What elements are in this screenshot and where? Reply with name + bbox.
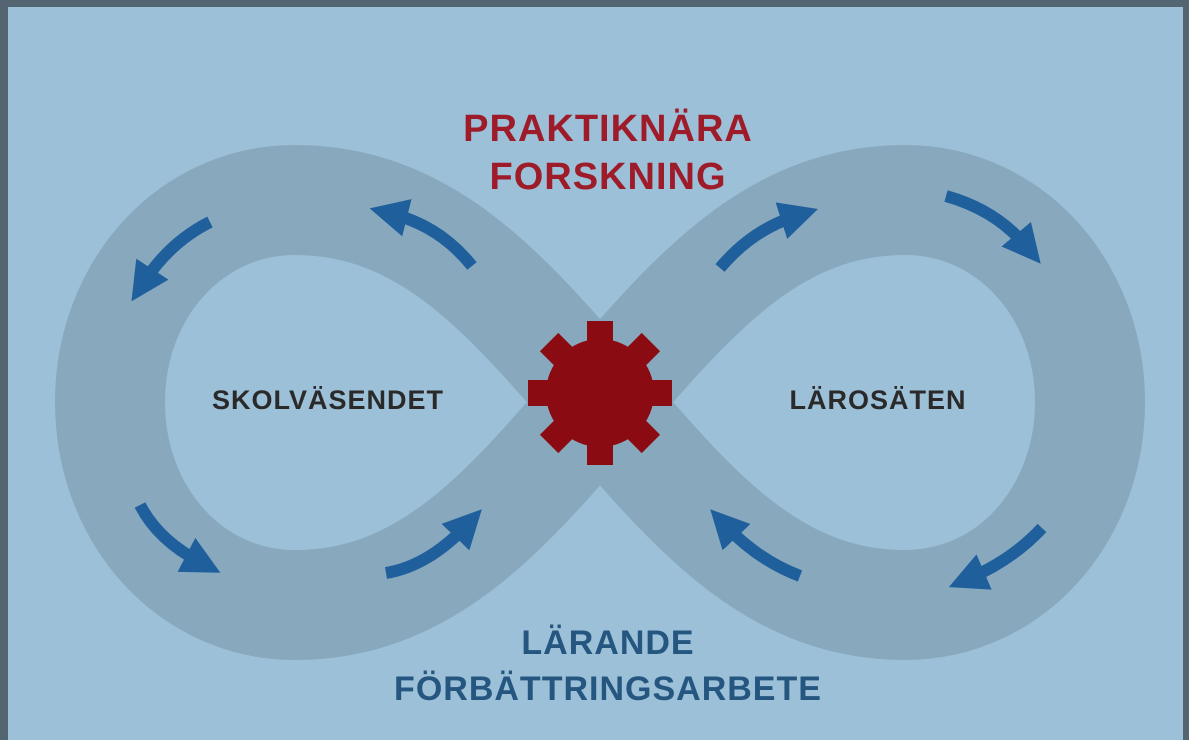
top-title: PRAKTIKNÄRA FORSKNING (408, 105, 808, 201)
top-title-line1: PRAKTIKNÄRA (463, 108, 753, 150)
bottom-title-line2: FÖRBÄTTRINGSARBETE (394, 670, 822, 708)
bottom-title-line1: LÄRANDE (521, 624, 695, 662)
top-title-line2: FORSKNING (489, 156, 727, 198)
arrow-icon (134, 502, 221, 573)
arrow-icon (369, 199, 477, 270)
right-loop-label: LÄROSÄTEN (789, 385, 967, 415)
arrow-icon (944, 190, 1041, 264)
arrow-icon (131, 216, 213, 302)
bottom-title: LÄRANDE FÖRBÄTTRINGSARBETE (358, 620, 858, 712)
arrow-icon (384, 509, 482, 579)
left-loop-label: SKOLVÄSENDET (211, 385, 445, 415)
gear-icon (528, 321, 672, 465)
arrow-icon (710, 509, 803, 582)
arrow-icon (715, 202, 818, 272)
arrow-icon (948, 523, 1047, 590)
